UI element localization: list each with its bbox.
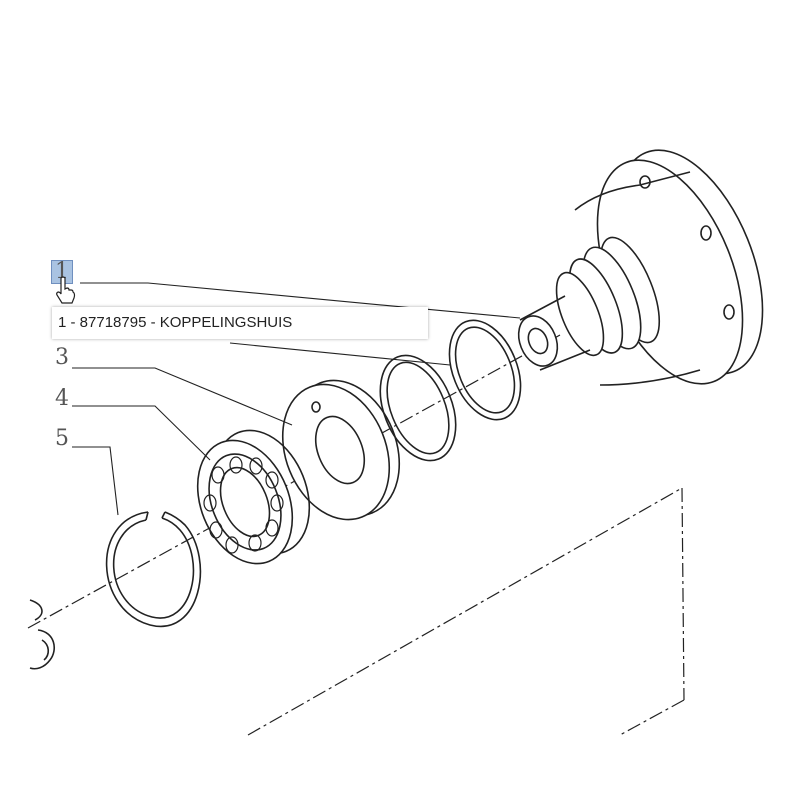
callout-5[interactable]: 5 — [55, 426, 69, 451]
callout-1[interactable]: 1 — [51, 260, 73, 284]
leader-5 — [72, 446, 119, 516]
callout-3[interactable]: 3 — [55, 345, 69, 370]
leader-1 — [80, 282, 521, 319]
leader-lines — [72, 282, 521, 516]
part-tooltip: 1 - 87718795 - KOPPELINGSHUIS — [52, 307, 428, 339]
callout-4[interactable]: 4 — [55, 386, 69, 411]
part-ring-b[interactable] — [366, 344, 470, 471]
part-1-coupling-housing[interactable] — [512, 129, 792, 404]
partial-part-left-edge — [29, 599, 55, 670]
leader-3 — [72, 367, 293, 426]
assembly-outline — [247, 487, 685, 736]
hand-pointer-icon — [56, 276, 76, 304]
part-5-snap-ring[interactable] — [105, 511, 202, 628]
leader-4 — [72, 405, 211, 461]
leader-2 — [229, 342, 451, 366]
part-2-ring[interactable] — [436, 310, 534, 430]
part-4-bearing[interactable] — [180, 416, 327, 578]
